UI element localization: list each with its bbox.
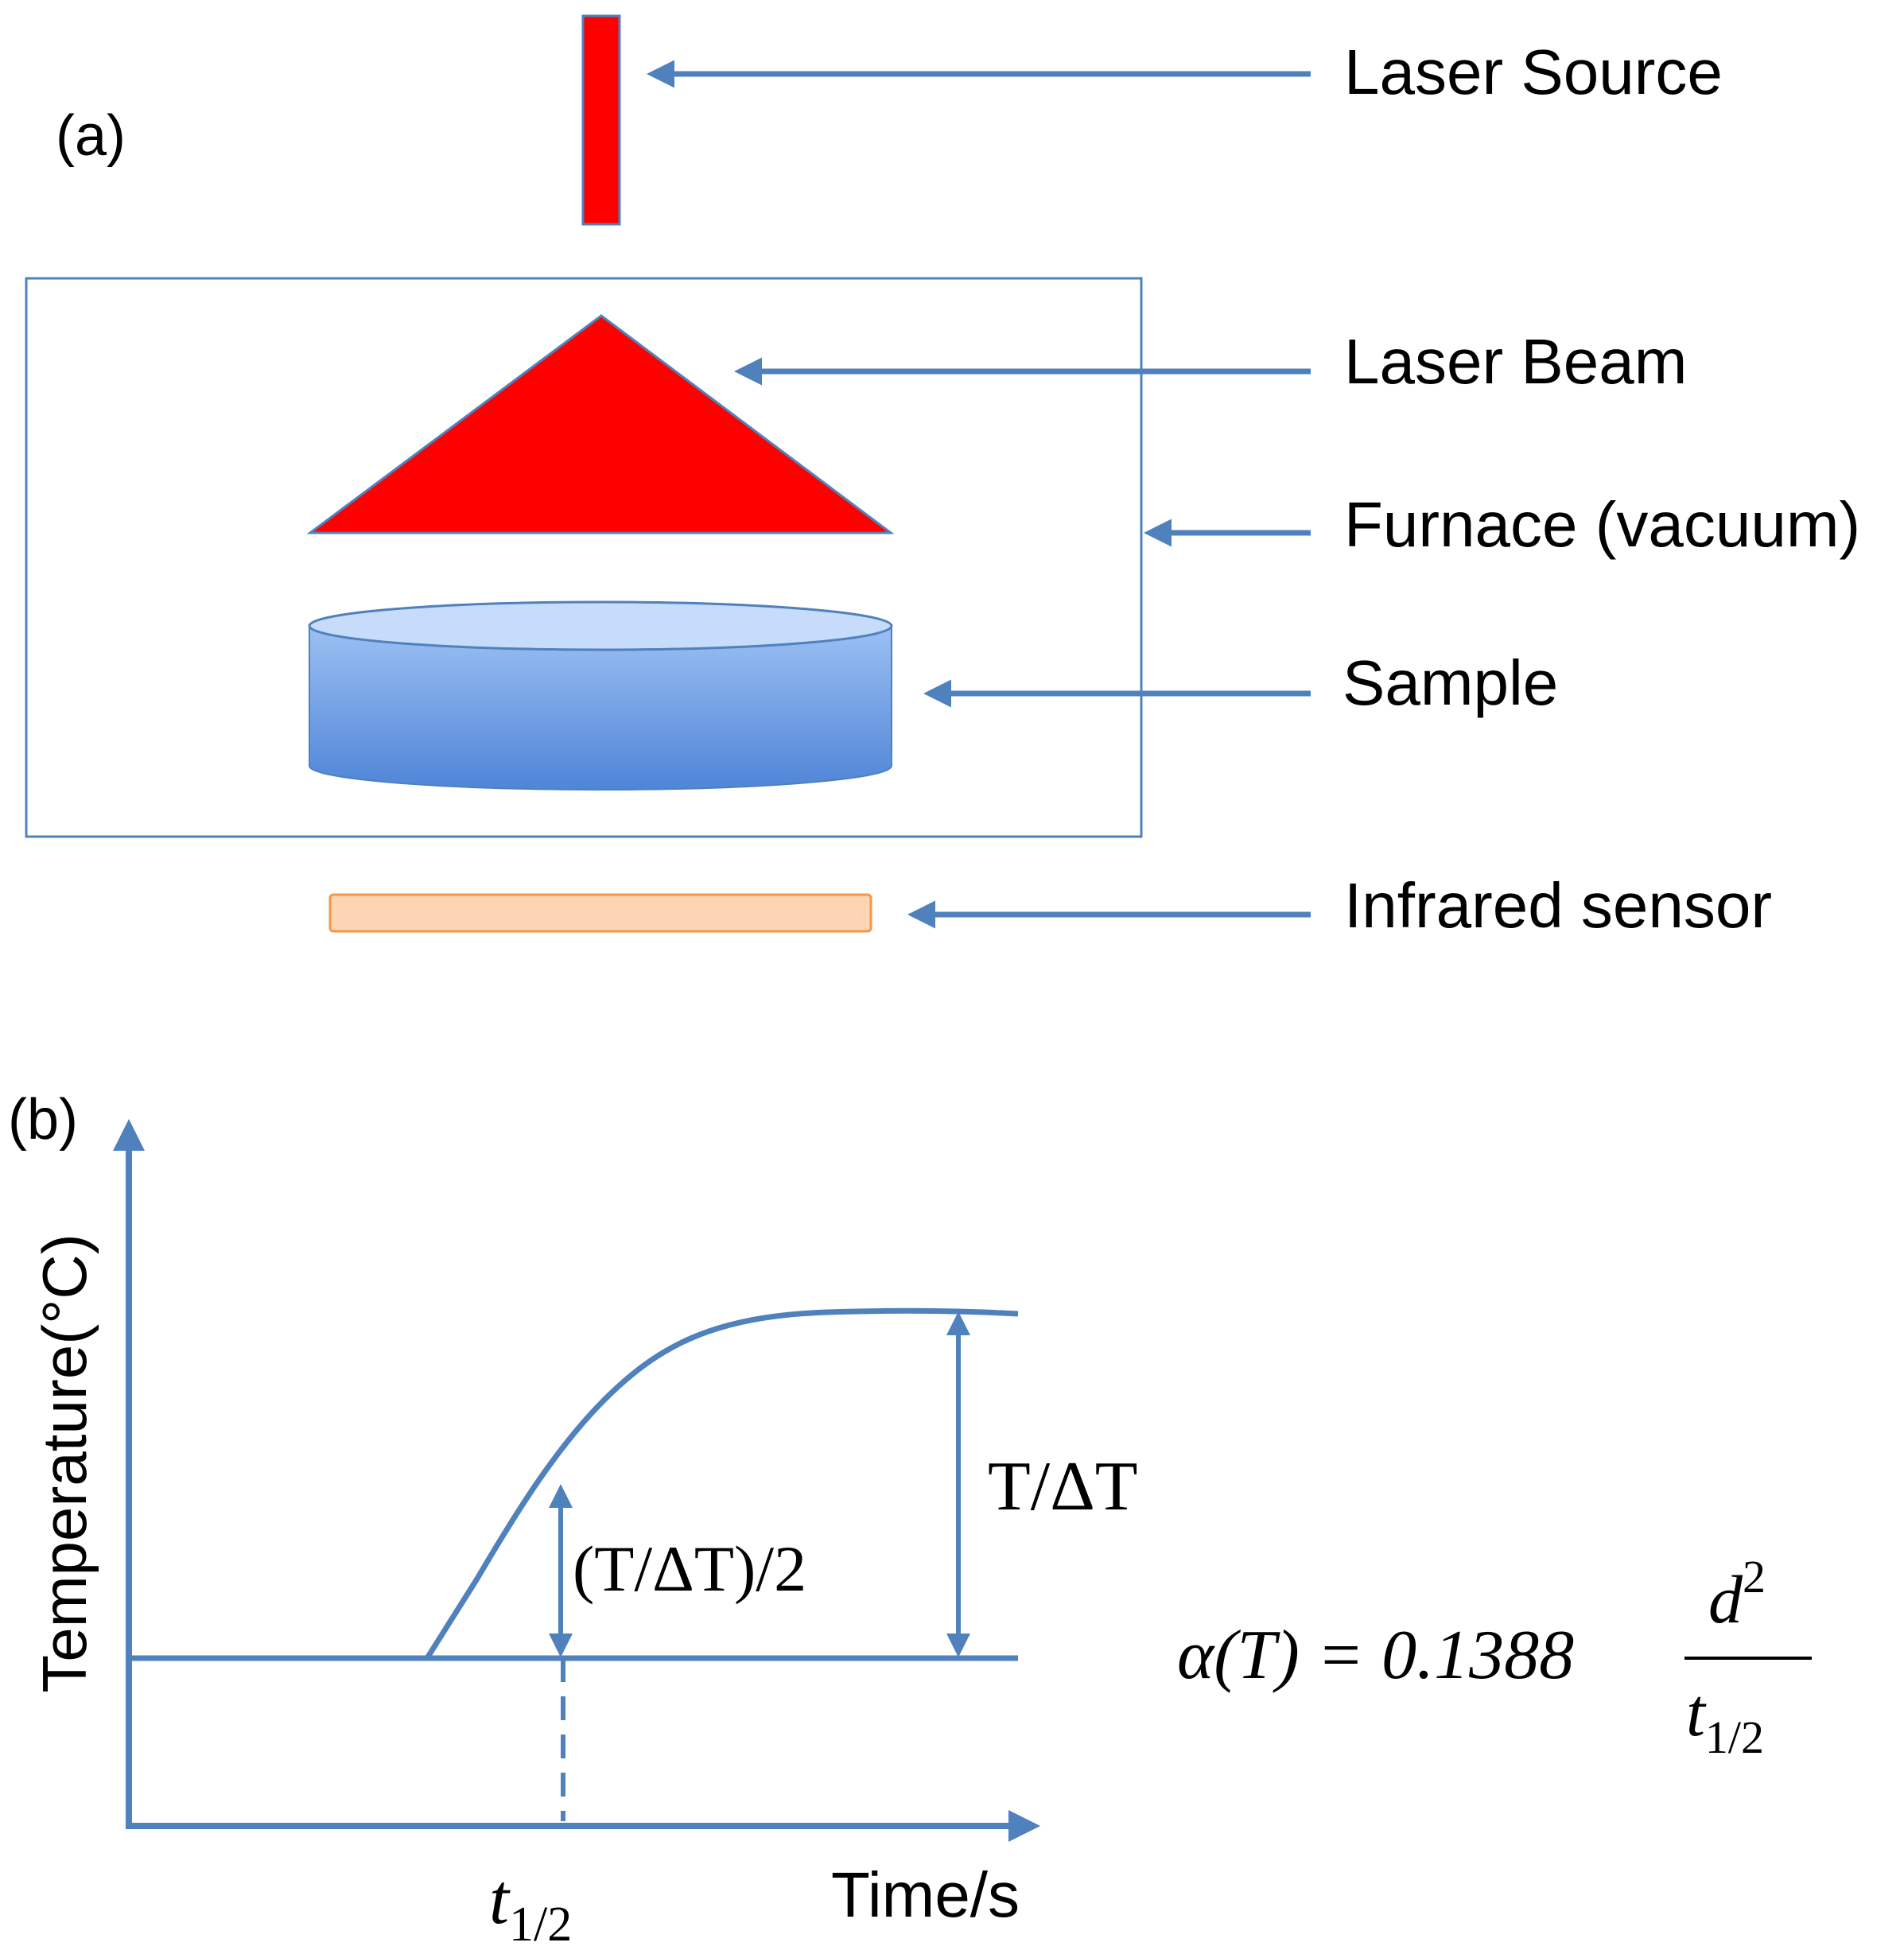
formula-numerator-exp: 2 xyxy=(1743,1551,1766,1602)
diffusivity-formula: α(T) = 0.1388 d2 t1/2 xyxy=(1177,1551,1812,1763)
svg-text:d2: d2 xyxy=(1708,1551,1766,1637)
formula-denominator-sub: 1/2 xyxy=(1705,1711,1764,1763)
laser-source-label: Laser Source xyxy=(1344,37,1723,107)
temperature-curve xyxy=(425,1307,1019,1660)
sample-label: Sample xyxy=(1343,647,1558,718)
formula-denominator: t xyxy=(1686,1674,1707,1750)
x-tick-base: t xyxy=(489,1860,511,1939)
full-rise-label: T/ΔT xyxy=(988,1448,1138,1525)
laser-source-shape xyxy=(581,14,621,226)
furnace-box xyxy=(25,277,1143,838)
x-axis-label: Time/s xyxy=(831,1859,1020,1930)
svg-text:t1/2: t1/2 xyxy=(489,1860,572,1952)
furnace-label: Furnace (vacuum) xyxy=(1344,489,1860,560)
half-rise-label: (T/ΔT)/2 xyxy=(573,1533,806,1605)
laser-beam-shape xyxy=(306,314,895,534)
panel-a: (a) Laser Source Laser Beam Furnace (vac… xyxy=(25,14,1860,941)
laser-beam-label: Laser Beam xyxy=(1344,326,1687,397)
x-tick-sub: 1/2 xyxy=(509,1898,572,1952)
panel-a-label: (a) xyxy=(56,104,126,168)
svg-text:t1/2: t1/2 xyxy=(1686,1674,1764,1763)
sample-cylinder xyxy=(308,600,893,791)
panel-b: (b) Temperature(°C) Time/s t1/2 T/ΔT (T/… xyxy=(8,1088,1812,1952)
y-axis-label: Temperature(°C) xyxy=(29,1233,99,1692)
formula-lhs: α(T) = 0.1388 xyxy=(1177,1617,1574,1694)
panel-b-label: (b) xyxy=(8,1088,78,1152)
infrared-sensor-label: Infrared sensor xyxy=(1344,870,1772,941)
infrared-sensor-shape xyxy=(328,893,872,933)
formula-numerator: d xyxy=(1708,1561,1743,1637)
x-tick-t-half: t1/2 xyxy=(489,1860,572,1952)
